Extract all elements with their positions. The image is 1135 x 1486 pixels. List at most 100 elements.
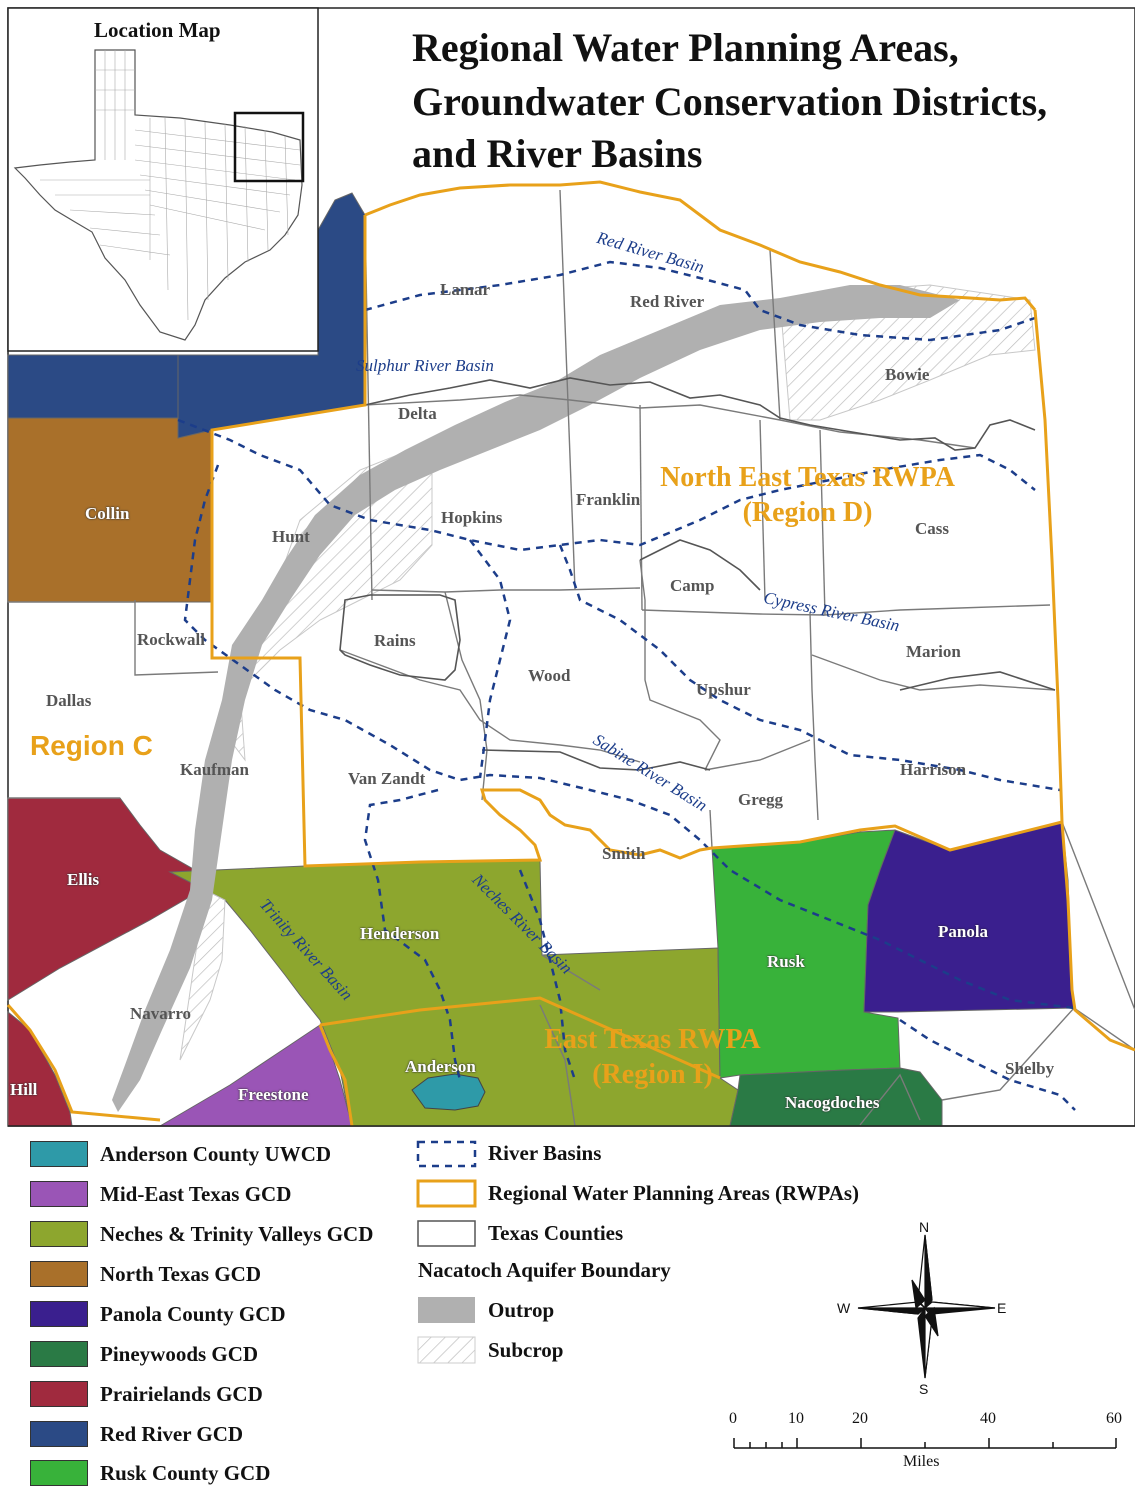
county-label-henderson: Henderson: [360, 924, 440, 943]
legend-swatch: [30, 1381, 88, 1407]
county-label-gregg: Gregg: [738, 790, 784, 809]
county-label-hopkins: Hopkins: [441, 508, 503, 527]
legend-label-subcrop: Subcrop: [488, 1338, 564, 1362]
legend-label: Mid-East Texas GCD: [100, 1181, 292, 1206]
legend-label: Prairielands GCD: [100, 1381, 263, 1406]
county-label-hunt: Hunt: [272, 527, 310, 546]
legend-item-neches-trinity-gcd: Neches & Trinity Valleys GCD: [30, 1221, 373, 1247]
region-d-line-2: (Region D): [742, 497, 873, 528]
texas-county-grid: [40, 50, 301, 321]
legend-swatch: [30, 1221, 88, 1247]
county-label-franklin: Franklin: [576, 490, 641, 509]
region-i-label: East Texas RWPA (Region I): [525, 1022, 780, 1092]
county-label-ellis: Ellis: [67, 870, 100, 889]
basin-label-sulphur-river: Sulphur River Basin: [356, 356, 494, 375]
legend-outcrop-symbol: [418, 1297, 475, 1323]
river-boundaries: [339, 377, 1056, 771]
legend-item-pineywoods-gcd: Pineywoods GCD: [30, 1341, 258, 1367]
compass-south-label: S: [919, 1381, 929, 1397]
county-label-nacogdoches: Nacogdoches: [785, 1093, 880, 1112]
county-label-cass: Cass: [915, 519, 950, 538]
red-river-gcd-area-west: [7, 354, 179, 419]
inset-highlight-box: [233, 111, 305, 183]
legend-item-red-river-gcd: Red River GCD: [30, 1421, 243, 1447]
legend-label: Panola County GCD: [100, 1301, 286, 1326]
legend-county-symbol: [417, 1220, 476, 1247]
legend-swatch: [30, 1181, 88, 1207]
legend-swatch: [30, 1341, 88, 1367]
legend-swatch: [30, 1141, 88, 1167]
legend-label: Anderson County UWCD: [100, 1141, 332, 1166]
scale-tick-20: 20: [852, 1410, 868, 1427]
legend-item-mid-east-texas-gcd: Mid-East Texas GCD: [30, 1181, 291, 1207]
scale-tick-10: 10: [788, 1410, 804, 1427]
legend-label-river-basins: River Basins: [488, 1141, 602, 1165]
county-label-anderson: Anderson: [405, 1057, 476, 1076]
county-label-harrison: Harrison: [900, 760, 967, 779]
legend-label-counties: Texas Counties: [488, 1221, 624, 1245]
county-label-camp: Camp: [670, 576, 715, 595]
region-d-label: North East Texas RWPA (Region D): [640, 460, 975, 530]
county-label-navarro: Navarro: [130, 1004, 192, 1023]
county-label-rains: Rains: [374, 631, 416, 650]
map-title-line-2: Groundwater Conservation Districts,: [412, 79, 1048, 124]
county-label-hill: Hill: [10, 1080, 38, 1099]
region-d-line-1: North East Texas RWPA: [660, 462, 955, 493]
map-title-line-1: Regional Water Planning Areas,: [412, 25, 959, 70]
county-label-marion: Marion: [906, 642, 961, 661]
region-c-label: Region C: [30, 730, 153, 761]
legend-subcrop-symbol: [417, 1336, 476, 1364]
legend-swatch: [30, 1261, 88, 1287]
legend-item-north-texas-gcd: North Texas GCD: [30, 1261, 261, 1287]
aquifer-subcrop-area-navarro: [179, 889, 226, 1061]
legend-label-outcrop: Outrop: [488, 1298, 555, 1322]
compass-west-label: W: [837, 1300, 851, 1316]
legend-aquifer-header: Nacatoch Aquifer Boundary: [418, 1258, 671, 1282]
legend-item-anderson-county-uwcd: Anderson County UWCD: [30, 1141, 331, 1167]
scale-tick-0: 0: [729, 1410, 737, 1427]
county-label-bowie: Bowie: [885, 365, 930, 384]
county-label-upshur: Upshur: [696, 680, 751, 699]
county-label-collin: Collin: [85, 504, 130, 523]
county-label-freestone: Freestone: [238, 1085, 309, 1104]
legend-label: Neches & Trinity Valleys GCD: [100, 1221, 374, 1246]
county-label-rockwall: Rockwall: [137, 630, 205, 649]
legend-label: Rusk County GCD: [100, 1460, 271, 1485]
scale-tick-60: 60: [1106, 1410, 1122, 1427]
legend-swatch: [30, 1421, 88, 1447]
region-i-line-2: (Region I): [592, 1059, 713, 1090]
legend-item-panola-county-gcd: Panola County GCD: [30, 1301, 286, 1327]
inset-title: Location Map: [94, 18, 221, 42]
county-label-delta: Delta: [398, 404, 437, 423]
county-label-shelby: Shelby: [1005, 1059, 1055, 1078]
county-label-kaufman: Kaufman: [180, 760, 249, 779]
rwpa-boundaries: [6, 180, 1135, 1127]
county-label-wood: Wood: [528, 666, 571, 685]
county-label-rusk: Rusk: [767, 952, 805, 971]
legend-label: Pineywoods GCD: [100, 1341, 259, 1366]
scale-bar: [733, 1438, 1117, 1449]
scale-tick-40: 40: [980, 1410, 996, 1427]
legend-label-rwpas: Regional Water Planning Areas (RWPAs): [488, 1181, 860, 1205]
compass-rose: [857, 1234, 996, 1379]
legend-label: Red River GCD: [100, 1421, 244, 1446]
county-label-panola: Panola: [938, 922, 989, 941]
river-basin-lines: [177, 260, 1076, 1111]
county-label-red-river: Red River: [630, 292, 705, 311]
county-label-lamar: Lamar: [440, 280, 491, 299]
legend-swatch: [30, 1301, 88, 1327]
legend-swatch: [30, 1460, 88, 1486]
compass-east-label: E: [997, 1300, 1007, 1316]
county-label-van-zandt: Van Zandt: [348, 769, 426, 788]
anderson-county-uwcd-area: [411, 1073, 486, 1111]
region-i-line-1: East Texas RWPA: [544, 1024, 761, 1055]
legend-label: North Texas GCD: [100, 1261, 262, 1286]
county-label-smith: Smith: [602, 844, 646, 863]
legend-item-prairielands-gcd: Prairielands GCD: [30, 1381, 263, 1407]
compass-north-label: N: [919, 1219, 930, 1235]
legend-rwpa-symbol: [416, 1179, 477, 1208]
map-title-line-3: and River Basins: [412, 131, 703, 176]
county-label-dallas: Dallas: [46, 691, 92, 710]
legend-river-basin-symbol: [416, 1140, 477, 1168]
